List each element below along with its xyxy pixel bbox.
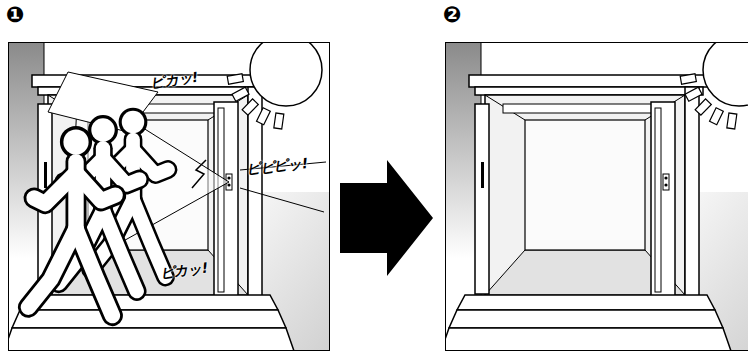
illustration-part — [28, 128, 115, 316]
illustration-part — [8, 42, 330, 351]
illustration-part — [28, 129, 115, 315]
transition-arrow — [340, 160, 433, 276]
illustration-part — [257, 108, 271, 125]
illustration-part — [274, 113, 284, 129]
illustration-part — [227, 74, 284, 129]
illustration-part — [445, 42, 748, 351]
illustration-part — [192, 160, 206, 188]
illustration-part — [240, 188, 324, 212]
illustration-part — [242, 99, 258, 115]
illustration-part — [250, 42, 322, 106]
illustration-part — [680, 74, 696, 84]
illustration-part — [695, 99, 711, 115]
illustration-part — [703, 42, 748, 106]
illustration-part — [445, 42, 748, 351]
panel-frame: ❷ — [443, 2, 748, 351]
panel-number: ❷ — [443, 2, 462, 28]
illustration-part — [232, 87, 249, 101]
illustration-part — [8, 42, 330, 351]
illustration-part — [685, 87, 702, 101]
panel-number: ❶ — [6, 2, 25, 28]
panel-frame: ❶ — [6, 2, 332, 351]
illustration-part — [680, 74, 737, 129]
illustration-part — [710, 108, 724, 125]
panel-one-art — [4, 34, 338, 351]
illustration-part — [28, 128, 115, 316]
illustration-part — [727, 113, 737, 129]
illustration-part — [227, 74, 243, 84]
panel-two-art — [441, 34, 748, 351]
illustration-part — [445, 42, 748, 351]
